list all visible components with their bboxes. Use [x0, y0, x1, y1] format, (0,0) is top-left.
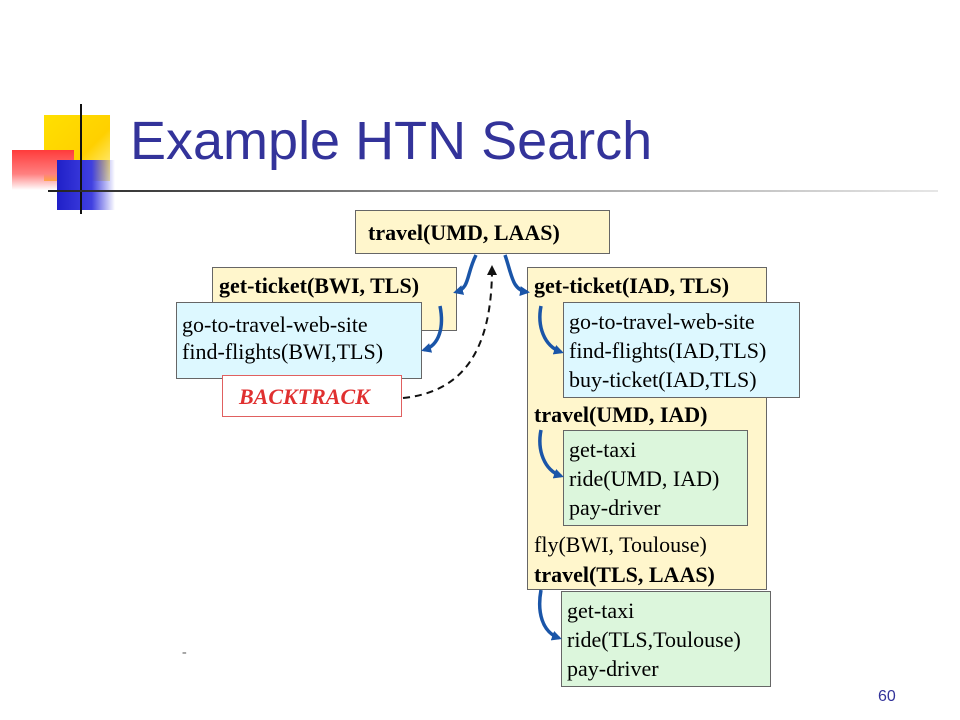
title-underline [48, 190, 938, 192]
arrow-right-method-to-ticket-subtasks [538, 305, 564, 355]
left-subtask-1: go-to-travel-web-site [182, 312, 368, 337]
travel1-subtask-1: get-taxi [569, 437, 637, 462]
arrow-travel1-to-subtasks [538, 429, 564, 479]
left-method-label: get-ticket(BWI, TLS) [219, 273, 420, 298]
root-task-label: travel(UMD, LAAS) [368, 220, 560, 245]
arrow-root-to-left [453, 254, 478, 295]
arrow-left-method-to-subtasks [421, 305, 444, 353]
travel-tls-laas-label: travel(TLS, LAAS) [534, 562, 715, 587]
backtrack-label: BACKTRACK [222, 375, 402, 417]
root-task-box: travel(UMD, LAAS) [355, 210, 610, 254]
travel1-subtask-3: pay-driver [569, 495, 661, 520]
travel1-subtask-2: ride(UMD, IAD) [569, 466, 720, 491]
right-ticket-subtask-3: buy-ticket(IAD,TLS) [569, 367, 757, 392]
page-number: 60 [878, 688, 896, 705]
fly-label: fly(BWI, Toulouse) [534, 532, 707, 557]
left-subtask-2: find-flights(BWI,TLS) [182, 339, 384, 364]
travel2-subtask-1: get-taxi [567, 598, 635, 623]
arrow-root-to-right [503, 254, 530, 297]
right-ticket-subtask-1: go-to-travel-web-site [569, 309, 755, 334]
stray-mark: - [182, 645, 187, 660]
slide-logo [0, 0, 140, 220]
arrow-travel2-to-subtasks [537, 589, 562, 641]
left-subtasks-box: go-to-travel-web-site find-flights(BWI,T… [176, 302, 422, 379]
logo-vertical-line [80, 104, 82, 214]
travel-umd-iad-label: travel(UMD, IAD) [534, 402, 708, 427]
right-ticket-subtasks-box: go-to-travel-web-site find-flights(IAD,T… [563, 302, 800, 398]
travel-tls-laas-subtasks-box: get-taxi ride(TLS,Toulouse) pay-driver [561, 591, 771, 687]
travel-umd-iad-subtasks-box: get-taxi ride(UMD, IAD) pay-driver [563, 430, 748, 526]
travel2-subtask-3: pay-driver [567, 656, 659, 681]
right-method-label: get-ticket(IAD, TLS) [534, 273, 730, 298]
logo-blue-square [57, 160, 115, 210]
arrow-backtrack [402, 265, 497, 399]
travel2-subtask-2: ride(TLS,Toulouse) [567, 627, 741, 652]
slide-title: Example HTN Search [130, 111, 653, 171]
right-ticket-subtask-2: find-flights(IAD,TLS) [569, 338, 767, 363]
